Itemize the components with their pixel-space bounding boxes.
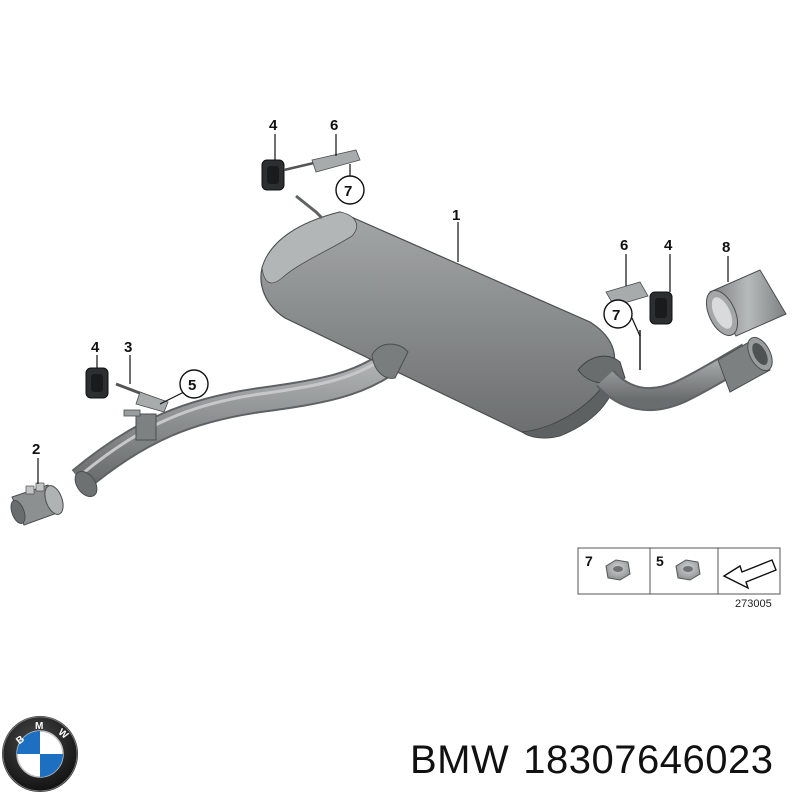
tail-sleeve (705, 269, 787, 337)
callout-7-top: 7 (344, 183, 352, 200)
pipe-clamp (10, 482, 64, 526)
callout-6-top: 6 (330, 117, 338, 134)
callout-4-top: 4 (269, 117, 278, 134)
callout-8: 8 (722, 239, 730, 256)
callout-4-right: 4 (664, 237, 673, 254)
leader-lines (37, 134, 729, 484)
callout-7-right: 7 (612, 307, 620, 324)
direction-arrow-icon (722, 559, 777, 590)
callouts: 1 2 3 4 4 4 6 6 8 5 7 7 (32, 117, 730, 458)
legend-box: 7 5 273005 (577, 547, 781, 610)
callout-3: 3 (124, 339, 132, 356)
hanger-right (605, 281, 673, 370)
hanger-top (261, 149, 361, 220)
part-number: 18307646023 (523, 738, 774, 782)
callout-5: 5 (188, 377, 196, 394)
tail-pipe (596, 336, 773, 412)
hanger-bracket-left (85, 367, 169, 413)
bmw-logo: B M W (2, 716, 78, 792)
legend-item-5: 5 (656, 553, 664, 569)
legend-item-7: 7 (585, 553, 593, 569)
front-pipe (71, 349, 400, 498)
diagram-code: 273005 (735, 598, 772, 610)
rear-silencer (260, 211, 626, 439)
callout-4-left: 4 (91, 339, 100, 356)
callout-2: 2 (32, 441, 40, 458)
footer-part-label: BMW 18307646023 (410, 738, 787, 783)
brand-name: BMW (410, 738, 510, 782)
callout-6-right: 6 (620, 237, 628, 254)
front-pipe-hanger (123, 409, 157, 441)
svg-text:M: M (35, 721, 43, 732)
callout-1: 1 (452, 207, 460, 224)
